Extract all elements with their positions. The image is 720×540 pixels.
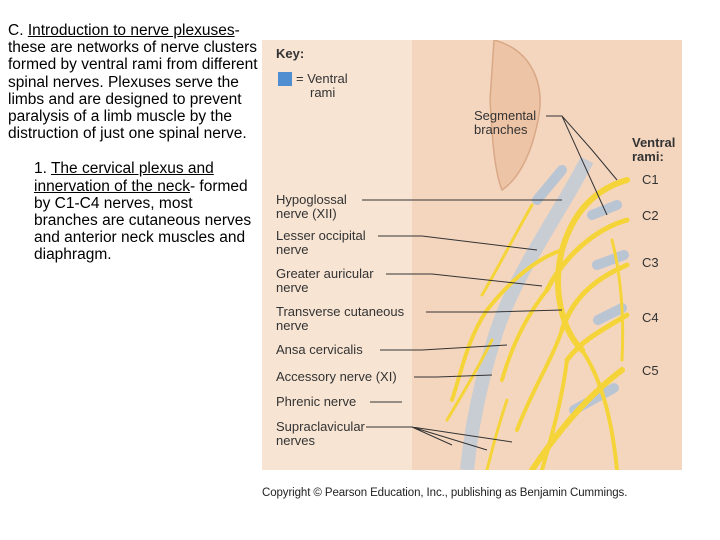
plexus-intro-title: Introduction to nerve plexuses [27,22,235,39]
cervical-plexus-body: - formed by C1-C4 nerves, most branches … [34,177,252,264]
notes-text-column: C. Introduction to nerve plexuses- these… [8,22,258,264]
phrenic-nerve-label: Phrenic nerve [276,394,356,409]
ear-shape [489,40,541,192]
vertebral-column [460,156,594,470]
cervical-plexus-title: The cervical plexus and innervation of t… [34,160,214,195]
nerve-network [445,177,630,470]
cervical-plexus-diagram: Key: = Ventral rami Segmental branches V… [262,40,682,470]
ansa-cervicalis-label: Ansa cervicalis [276,342,363,357]
ventral-rami-label-line1: Ventral [632,135,675,150]
plexus-intro-body: - these are networks of nerve clusters f… [8,22,258,143]
greater-auricular-label-line2: nerve [276,280,309,295]
root-label-c2: C2 [642,208,659,223]
greater-auricular-label-line1: Greater auricular [276,266,374,281]
accessory-nerve-label: Accessory nerve (XI) [276,369,397,384]
nerve-labels: Hypoglossal nerve (XII) Lesser occipital… [276,192,405,448]
key-item-line1: = Ventral [296,71,348,86]
segmental-label-line1: Segmental [474,108,536,123]
root-labels: C1 C2 C3 C4 C5 [642,172,659,378]
paragraph-prefix: C. [8,22,28,39]
transverse-cutaneous-label-line2: nerve [276,318,309,333]
supraclavicular-label-line2: nerves [276,433,316,448]
key-swatch [278,72,292,86]
ventral-rami-label-line2: rami: [632,149,664,164]
root-label-c5: C5 [642,363,659,378]
segmental-leader [546,115,618,216]
paragraph-number: 1. [34,160,51,178]
paragraph-plexus-intro: C. Introduction to nerve plexuses- these… [8,22,258,142]
lesser-occipital-label-line2: nerve [276,242,309,257]
hypoglossal-label-line1: Hypoglossal [276,192,347,207]
root-label-c1: C1 [642,172,659,187]
transverse-cutaneous-label-line1: Transverse cutaneous [276,304,405,319]
key-title: Key: [276,46,304,61]
root-label-c3: C3 [642,255,659,270]
hypoglossal-label-line2: nerve (XII) [276,206,337,221]
paragraph-cervical-plexus: 1. The cervical plexus and innervation o… [8,160,258,263]
leader-lines [362,199,563,451]
lesser-occipital-label-line1: Lesser occipital [276,228,366,243]
root-label-c4: C4 [642,310,659,325]
segmental-label-line2: branches [474,122,528,137]
key-legend: Key: = Ventral rami [276,46,348,100]
supraclavicular-label-line1: Supraclavicular [276,419,366,434]
copyright-notice: Copyright © Pearson Education, Inc., pub… [262,487,628,499]
key-item-line2: rami [310,85,335,100]
